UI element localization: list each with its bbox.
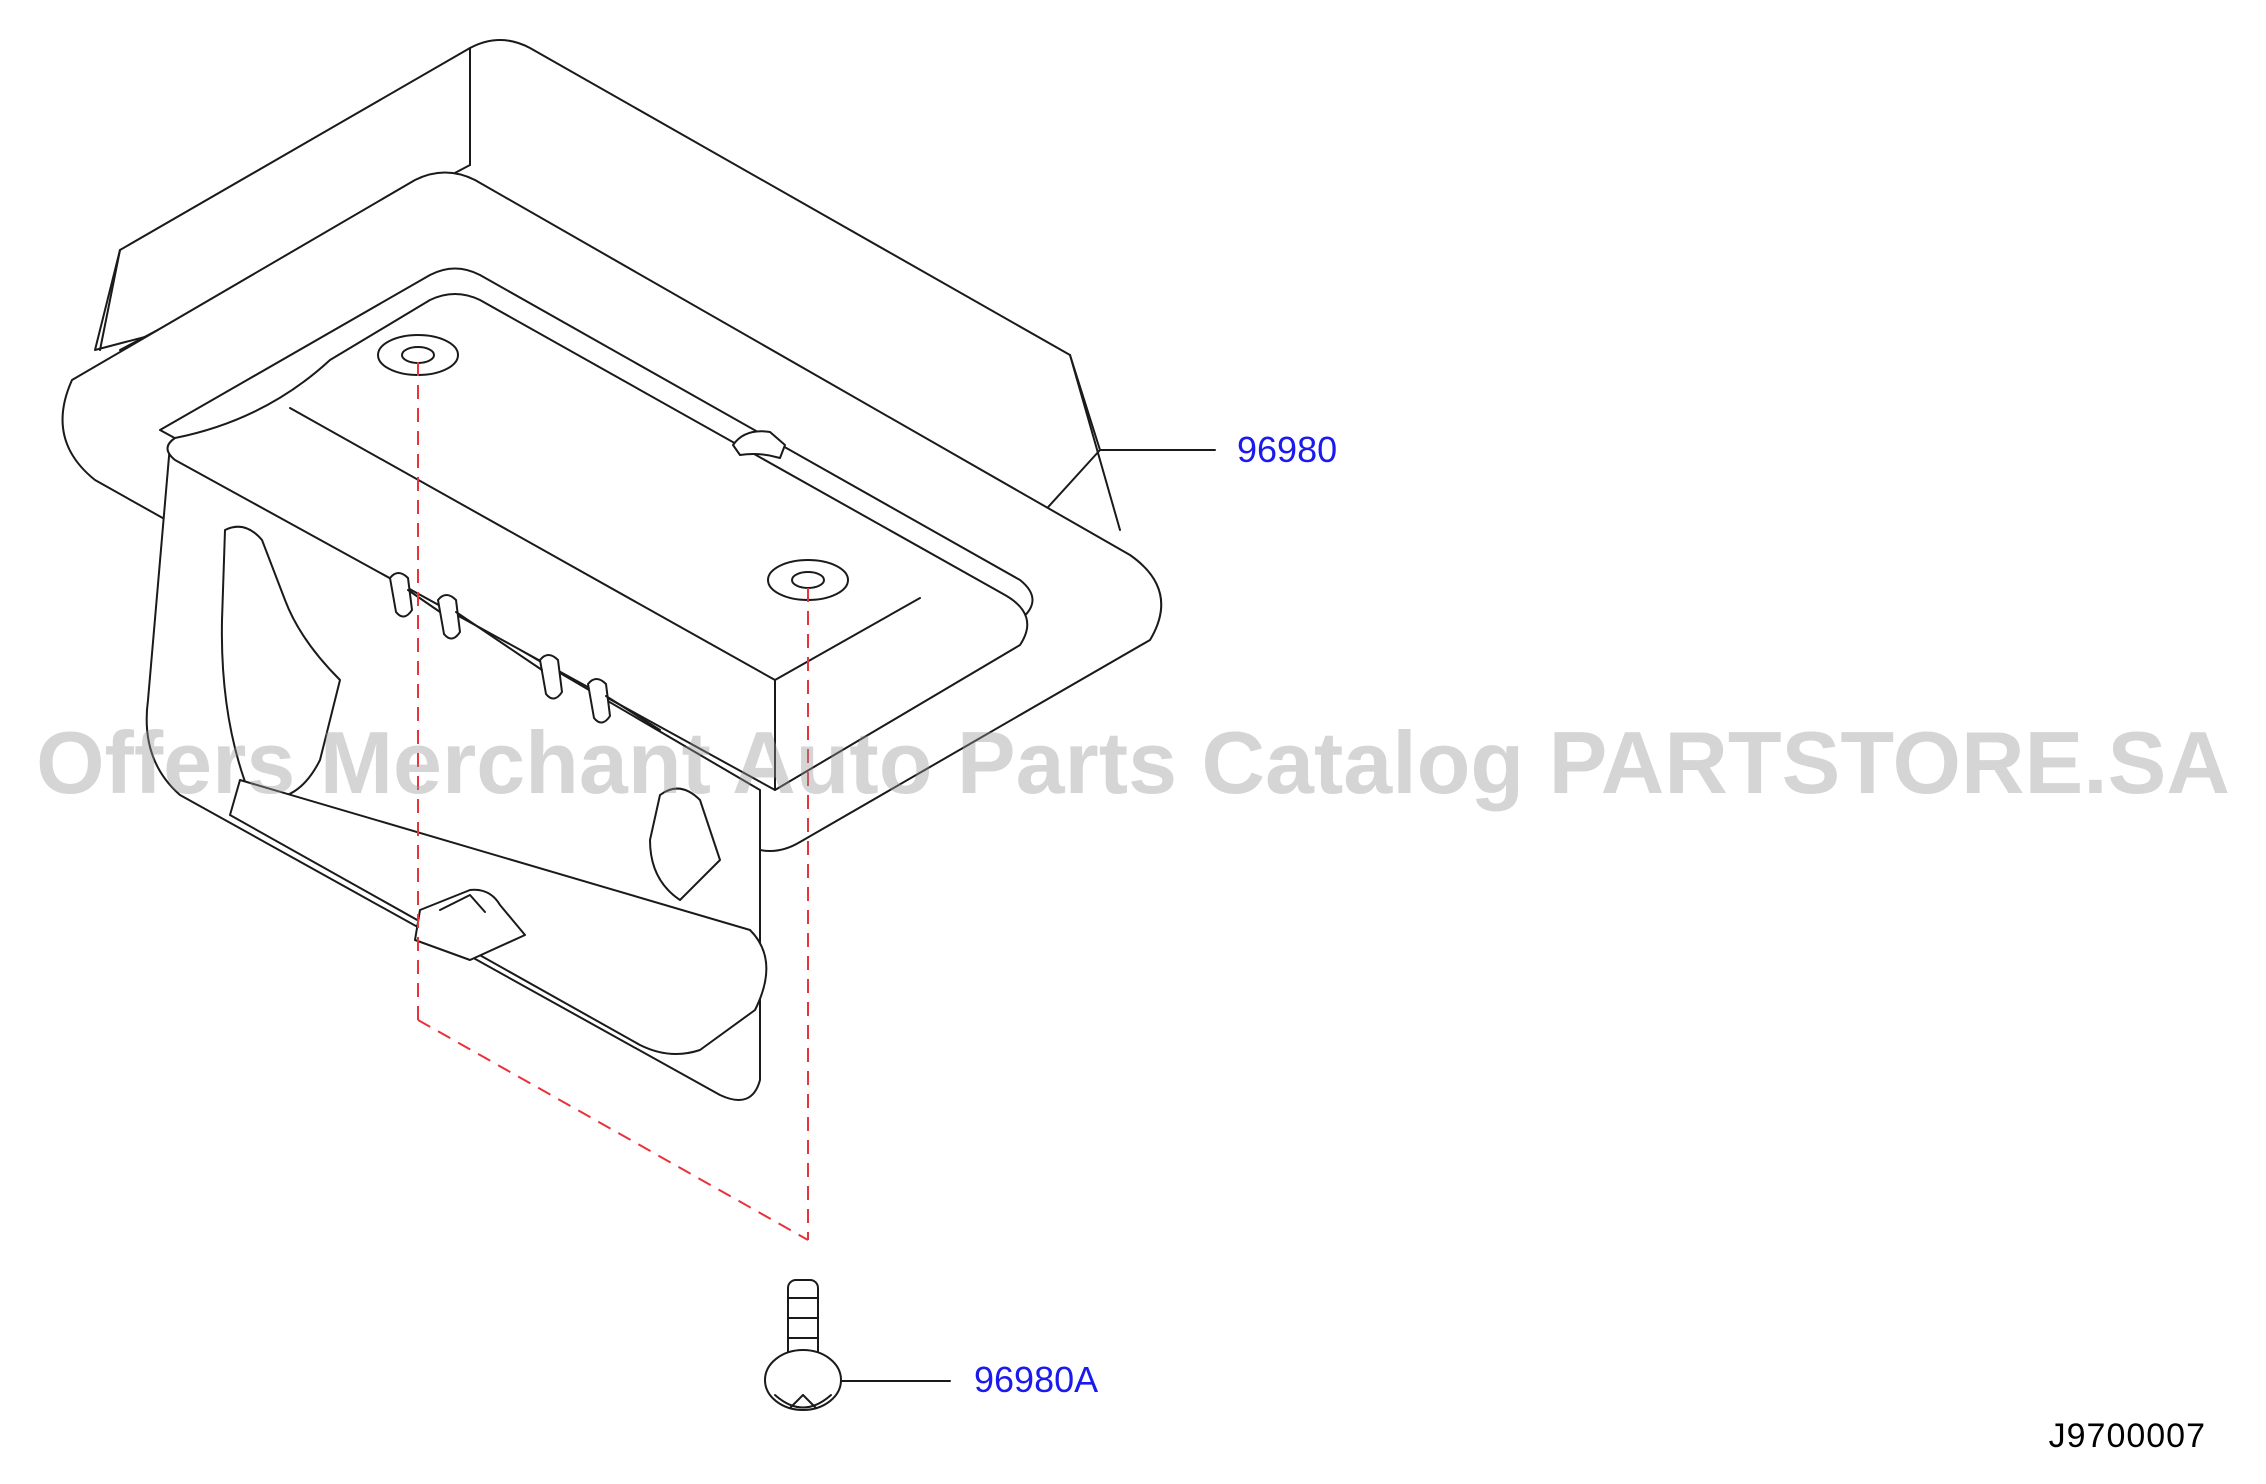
mounting-hole-left <box>377 334 459 376</box>
latch-tab <box>414 888 526 961</box>
assembly-dashed-lines <box>417 362 809 1241</box>
mounting-hole-right <box>767 559 849 601</box>
callout-main-part[interactable]: 96980 <box>1237 429 1337 470</box>
diagram-reference-code: J9700007 <box>2048 1417 2206 1455</box>
clip-ribs <box>389 572 661 731</box>
screw-icon <box>764 1279 842 1411</box>
callout-screw[interactable]: 96980A <box>974 1359 1098 1400</box>
lid-plate <box>166 293 1029 791</box>
